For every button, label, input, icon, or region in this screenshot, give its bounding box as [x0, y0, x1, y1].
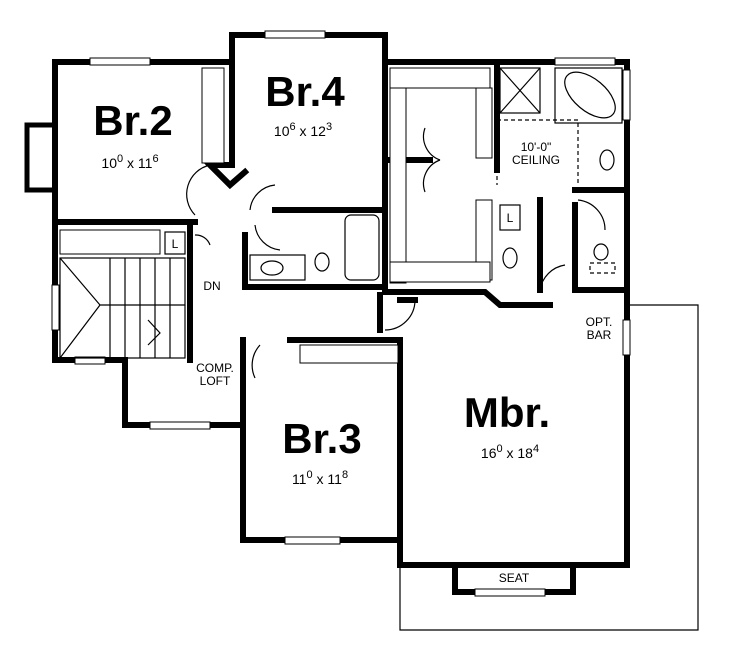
linen-closet-label: L — [172, 237, 179, 251]
staircase — [59, 257, 186, 359]
linen-closet-label-master: L — [507, 211, 514, 225]
room-name-br2: Br.2 — [93, 97, 172, 144]
ceiling-outline — [496, 119, 579, 185]
room-dims-br2: 100 x 116 — [101, 153, 158, 171]
bar-label: BAR — [587, 328, 612, 342]
fixtures — [164, 67, 623, 281]
opt-label: OPT. — [586, 315, 613, 329]
stairs-down-label: DN — [203, 279, 220, 293]
ceiling-height-label: 10'-0" — [521, 140, 552, 154]
loft-label: LOFT — [200, 374, 231, 388]
closets — [59, 67, 493, 364]
room-name-mbr: Mbr. — [464, 389, 550, 436]
ceiling-label: CEILING — [512, 153, 560, 167]
seat-label: SEAT — [499, 571, 530, 585]
room-name-br3: Br.3 — [282, 415, 361, 462]
windows — [51, 30, 631, 597]
doors[interactable] — [186, 127, 606, 379]
room-name-br4: Br.4 — [265, 68, 345, 115]
deck-outline — [399, 304, 699, 631]
room-dims-br3: 110 x 118 — [292, 469, 348, 487]
comp-label: COMP. — [196, 361, 234, 375]
br2-bumpout — [24, 122, 58, 193]
room-dims-mbr: 160 x 184 — [481, 443, 539, 461]
room-dims-br4: 106 x 123 — [274, 121, 332, 139]
